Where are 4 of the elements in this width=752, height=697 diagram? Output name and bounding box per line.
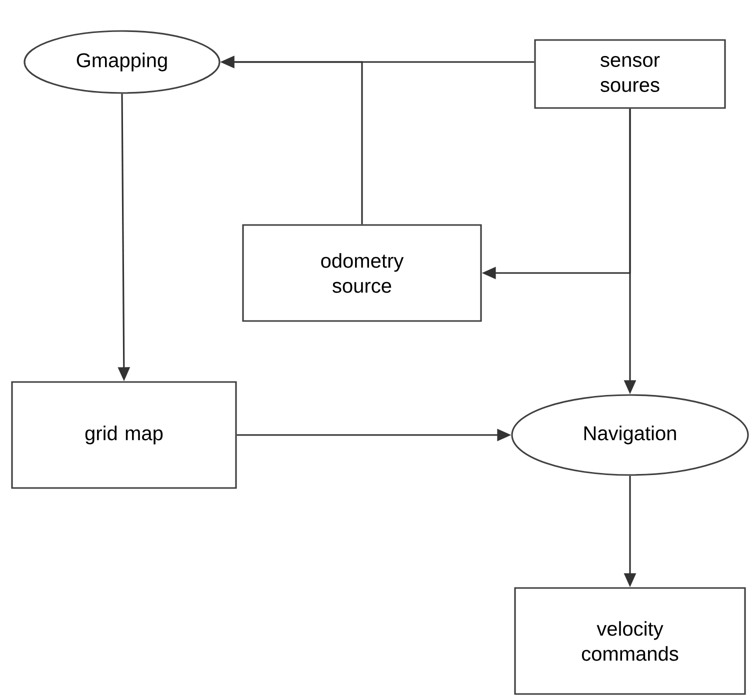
process-box: velocity commands — [514, 587, 746, 695]
process-box: grid map — [11, 381, 237, 489]
process-box: odometry source — [242, 224, 482, 322]
process-box: sensor soures — [534, 39, 726, 109]
